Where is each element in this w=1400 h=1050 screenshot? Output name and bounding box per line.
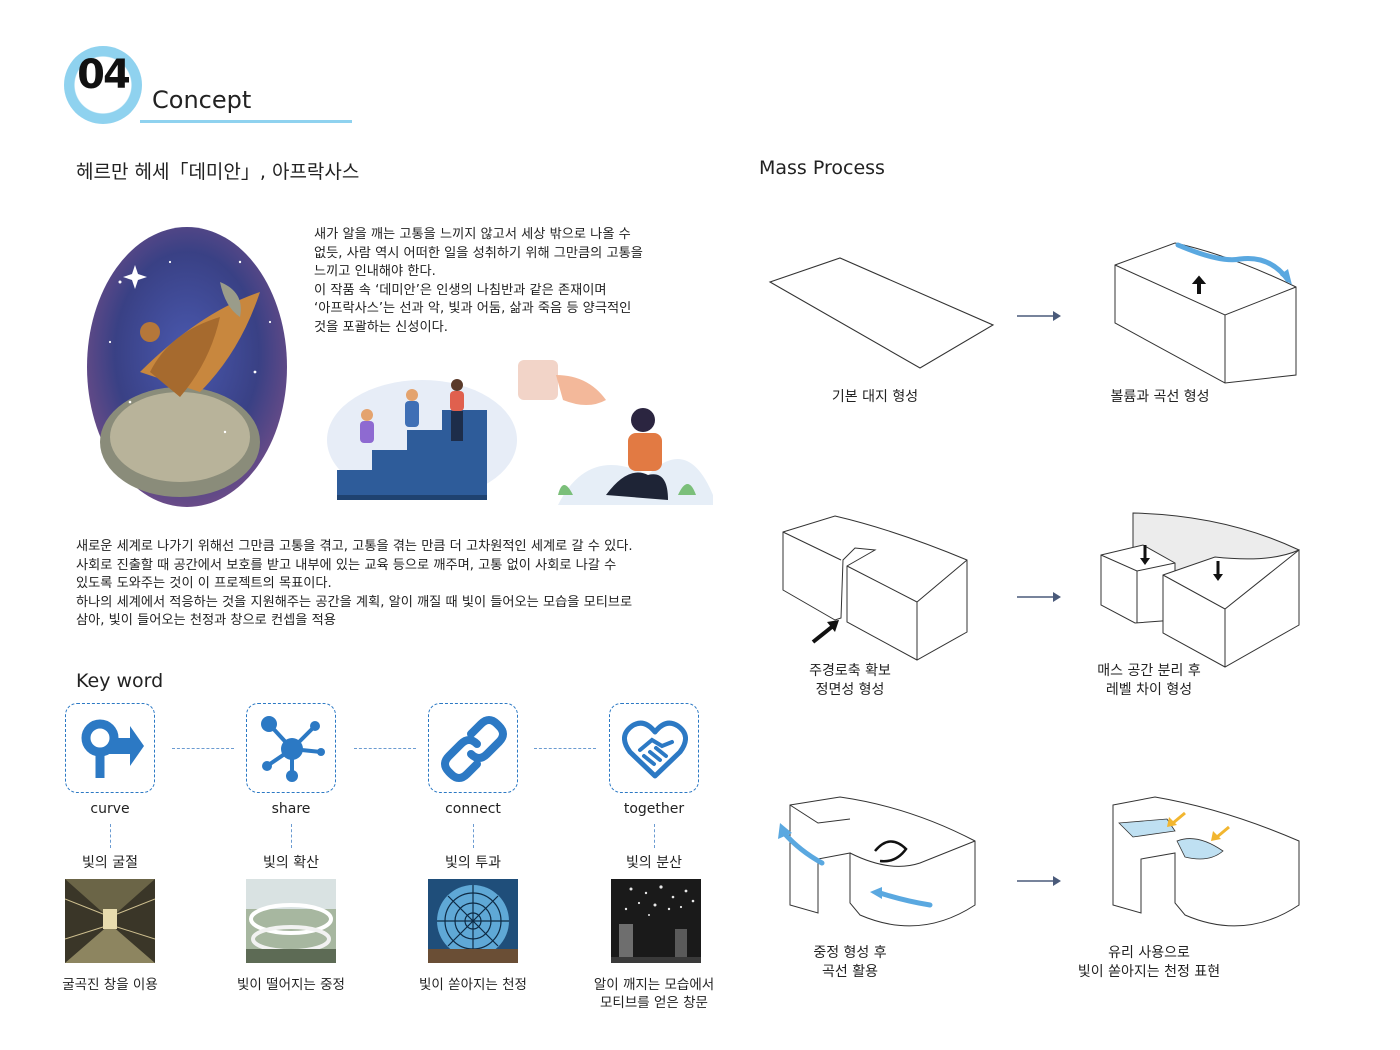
process-arrow bbox=[1017, 592, 1061, 602]
bird-egg-illustration bbox=[87, 227, 287, 507]
step3-path-axis-diagram bbox=[782, 515, 968, 661]
keyword-caption: 굴곡진 창을 이용 bbox=[62, 977, 158, 993]
heart-handshake-icon bbox=[622, 720, 688, 779]
connector-line bbox=[354, 748, 416, 749]
keyword-card-connect bbox=[428, 703, 518, 793]
chain-link-icon bbox=[441, 716, 507, 782]
keyword-label: share bbox=[271, 801, 311, 817]
connector-line bbox=[654, 824, 655, 848]
keyword-label: curve bbox=[90, 801, 130, 817]
step6-glass-ceiling-diagram bbox=[1112, 796, 1300, 927]
concept-body-paragraph: 새로운 세계로 나가기 위해선 그만큼 고통을 겪고, 고통을 겪는 만큼 더 … bbox=[76, 539, 633, 628]
process-arrow bbox=[1017, 311, 1061, 321]
keyword-korean: 빛의 확산 bbox=[263, 855, 319, 871]
step-caption: 볼륨과 곡선 형성 bbox=[1110, 389, 1210, 405]
keyword-korean: 빛의 굴절 bbox=[82, 855, 138, 871]
keyword-korean: 빛의 분산 bbox=[626, 855, 682, 871]
glass-ceiling-photo bbox=[428, 879, 518, 963]
keyword-title: Key word bbox=[76, 670, 164, 692]
stairs-helping-illustration bbox=[327, 379, 517, 500]
process-arrow bbox=[1017, 876, 1061, 886]
connector-line bbox=[110, 824, 111, 848]
keyword-card-together bbox=[609, 703, 699, 793]
connector-line bbox=[534, 748, 596, 749]
keyword-card-share bbox=[246, 703, 336, 793]
step-caption: 유리 사용으로 빛이 쏟아지는 천정 표현 bbox=[1077, 945, 1221, 980]
keyword-caption: 알이 깨지는 모습에서 모티브를 얻은 창문 bbox=[593, 977, 715, 1011]
keyword-card-curve bbox=[65, 703, 155, 793]
step4-separated-mass-diagram bbox=[1100, 512, 1300, 668]
step-caption: 중정 형성 후 곡선 활용 bbox=[813, 945, 887, 980]
title-underline bbox=[140, 120, 352, 123]
step1-site-diagram bbox=[768, 257, 995, 369]
intro-paragraph: 새가 알을 깨는 고통을 느끼지 않고서 세상 밖으로 나올 수 없듯, 사람 … bbox=[314, 227, 643, 335]
reaching-hand-illustration bbox=[518, 360, 713, 505]
network-icon bbox=[261, 716, 325, 782]
page-title: Concept bbox=[152, 86, 252, 114]
step-caption: 매스 공간 분리 후 레벨 차이 형성 bbox=[1097, 663, 1201, 698]
curve-arrow-icon bbox=[81, 719, 144, 778]
connector-line bbox=[172, 748, 234, 749]
step-caption: 주경로축 확보 정면성 형성 bbox=[809, 663, 891, 698]
window-pattern-photo bbox=[611, 879, 701, 963]
keyword-label: connect bbox=[445, 801, 501, 817]
keyword-caption: 빛이 쏟아지는 천정 bbox=[419, 977, 527, 993]
number-badge bbox=[64, 46, 142, 124]
courtyard-photo bbox=[246, 879, 336, 963]
keyword-label: together bbox=[623, 801, 685, 817]
mass-process-title: Mass Process bbox=[759, 157, 885, 179]
section-number: 04 bbox=[77, 52, 131, 98]
keyword-caption: 빛이 떨어지는 중정 bbox=[237, 977, 345, 993]
step5-courtyard-curve-diagram bbox=[778, 796, 976, 927]
concept-title: 헤르만 헤세「데미안」, 아프락사스 bbox=[76, 161, 360, 183]
keyword-korean: 빛의 투과 bbox=[445, 855, 501, 871]
step2-volume-diagram bbox=[1114, 242, 1297, 384]
connector-line bbox=[291, 824, 292, 848]
step-caption: 기본 대지 형성 bbox=[831, 389, 919, 405]
curved-window-photo bbox=[65, 879, 155, 963]
connector-line bbox=[473, 824, 474, 848]
